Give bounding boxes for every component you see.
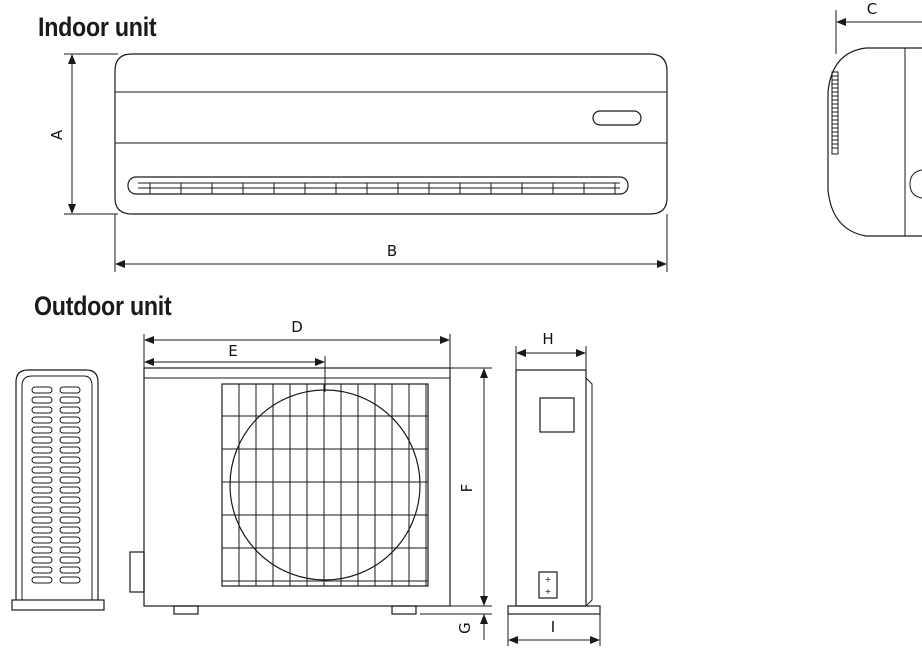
dimension-a: A xyxy=(48,53,118,215)
dimension-g: G xyxy=(420,613,492,640)
dimension-b: B xyxy=(114,214,668,272)
terminal-cover xyxy=(539,397,575,433)
outdoor-unit-title: Outdoor unit xyxy=(34,291,172,321)
dimension-label-h: H xyxy=(542,330,553,348)
svg-text:+: + xyxy=(545,587,552,596)
indoor-unit-side-view xyxy=(827,47,922,237)
dimension-label-g: G xyxy=(456,622,474,634)
service-valve-cover xyxy=(129,551,145,593)
dimension-label-b: B xyxy=(387,242,397,260)
dimension-label-f: F xyxy=(458,484,476,493)
dimension-c: C xyxy=(835,0,922,54)
dimension-label-e: E xyxy=(228,342,237,360)
pipe-connection xyxy=(538,571,558,599)
dimension-label-c: C xyxy=(867,0,877,18)
display-panel xyxy=(592,110,642,126)
outdoor-unit-right-view: + + xyxy=(507,369,601,615)
dimension-i: I xyxy=(507,614,601,646)
dimension-d: D xyxy=(143,318,451,368)
outdoor-unit-left-view xyxy=(11,369,105,611)
fan-grille xyxy=(221,383,429,587)
dimension-e: E xyxy=(144,342,326,392)
dimension-f: F xyxy=(420,367,492,607)
indoor-unit-front-view xyxy=(114,53,668,215)
dimension-label-d: D xyxy=(291,318,303,336)
outdoor-unit-front-view xyxy=(129,367,451,615)
dimension-label-a: A xyxy=(48,129,66,140)
dimension-h: H xyxy=(515,330,587,370)
svg-text:+: + xyxy=(545,575,552,584)
dimension-label-i: I xyxy=(551,618,555,636)
air-louver xyxy=(127,176,629,195)
indoor-unit-title: Indoor unit xyxy=(38,12,157,42)
